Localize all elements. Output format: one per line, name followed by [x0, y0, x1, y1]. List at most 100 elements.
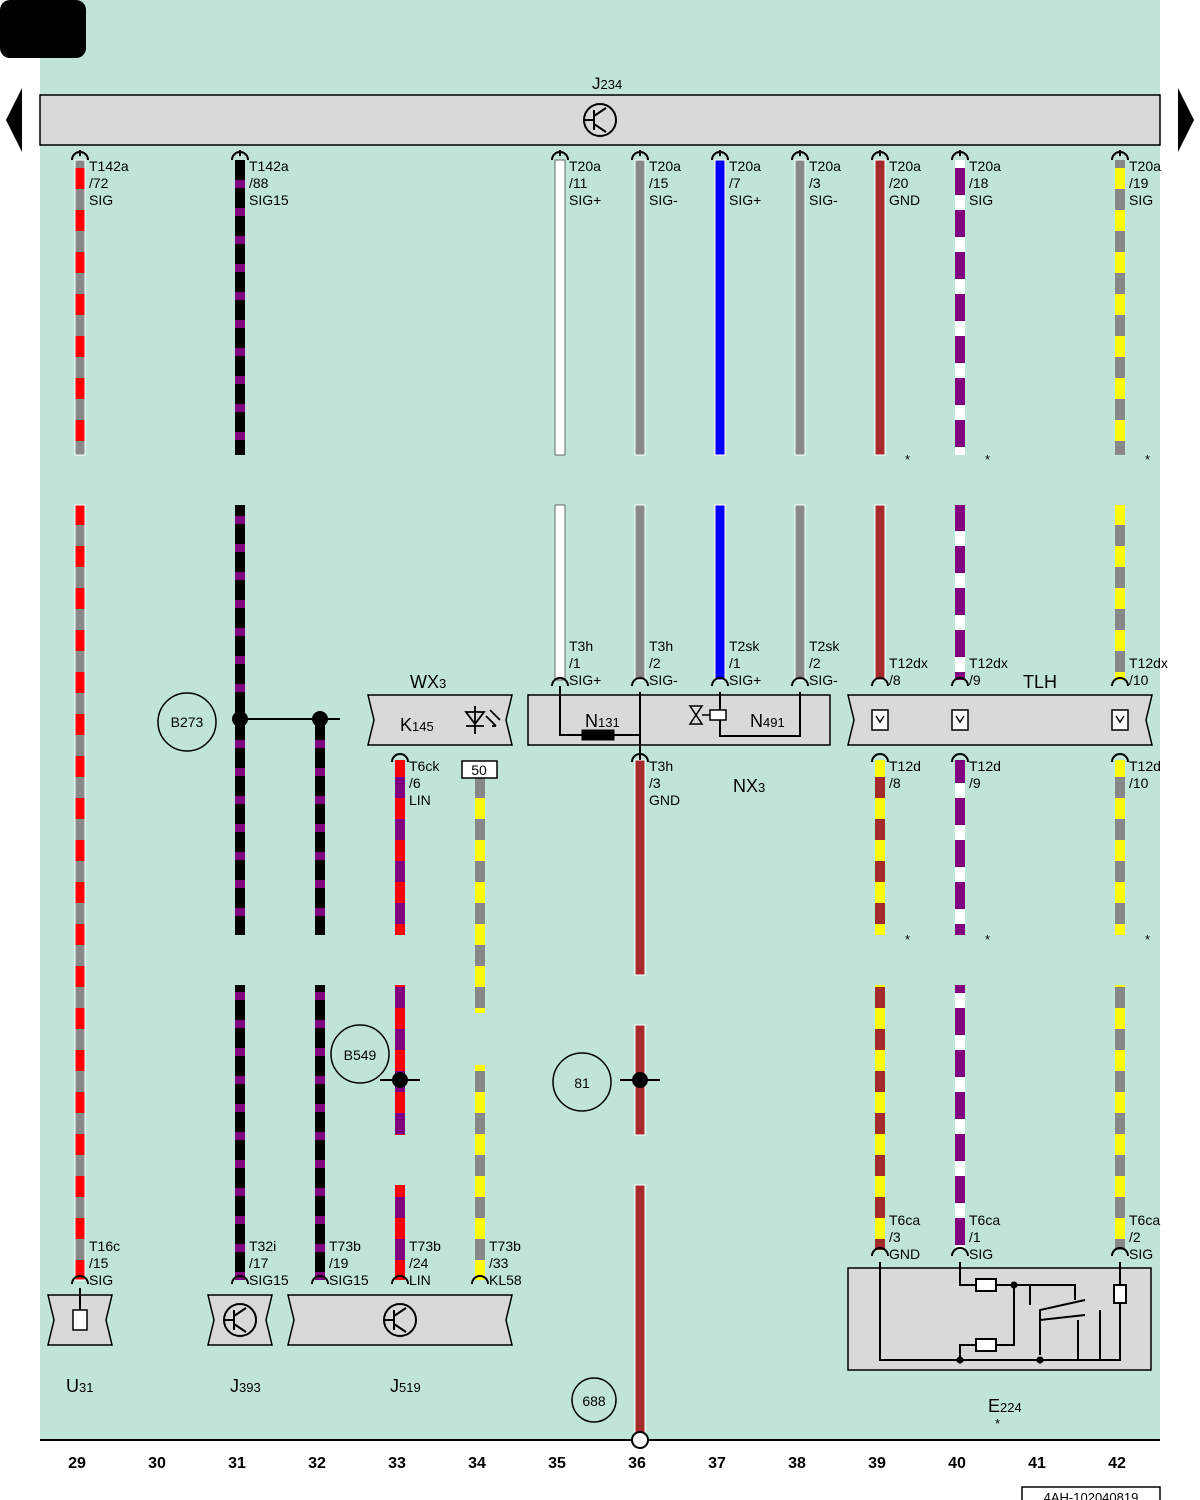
- ground-terminal-icon: [631, 1431, 649, 1449]
- control-unit-transistor-icon: [383, 1303, 417, 1337]
- wire-40-low: [955, 760, 965, 935]
- e224-housing: [847, 1267, 1152, 1371]
- wire-40-bot: [955, 985, 965, 1250]
- star-note: *: [985, 452, 990, 467]
- solenoid-valve-icon: [688, 705, 727, 725]
- control-unit-transistor-icon: [223, 1303, 257, 1337]
- pin-label: T12dx/10: [1129, 655, 1168, 688]
- pin-label: T12dx/9: [969, 655, 1008, 688]
- wire-31-bot: [235, 985, 245, 1280]
- track-number: 34: [468, 1455, 486, 1472]
- ground-688-label: 688: [582, 1393, 606, 1409]
- wire-37-top: [714, 159, 726, 456]
- track-number: 39: [868, 1455, 886, 1472]
- ground-81-label: 81: [574, 1075, 590, 1091]
- prev-page-arrow-icon[interactable]: [6, 88, 22, 152]
- track-number: 37: [708, 1455, 726, 1472]
- j393-housing: [207, 1294, 273, 1346]
- track-number: 30: [148, 1455, 166, 1472]
- track-number: 42: [1108, 1455, 1126, 1472]
- next-page-arrow-icon[interactable]: [1178, 88, 1194, 152]
- k145-label: K145: [400, 715, 434, 735]
- n131-label: N131: [585, 711, 620, 731]
- ground-point-688: [571, 1377, 617, 1423]
- j519-label: J519: [390, 1376, 421, 1396]
- wx3-housing: [367, 694, 513, 746]
- wire-34-bot: [475, 1065, 485, 1280]
- pin-label: T12d/10: [1129, 758, 1161, 791]
- track-number: 40: [948, 1455, 966, 1472]
- wire-42-bot: [1115, 985, 1125, 1250]
- wire-29-main: [74, 504, 86, 1281]
- wire-33-mid: [395, 760, 405, 935]
- terminal-connector-icons: [71, 150, 1129, 1285]
- note-stars: * * * * * *: [905, 452, 1150, 947]
- wire-37-mid: [714, 504, 726, 681]
- e224-internal-circuit: [879, 1262, 1127, 1361]
- tlh-pin-icons: [871, 709, 1129, 731]
- wire-34-mid: [475, 778, 485, 1013]
- track-numbers: 29 30 31 32 33 34 35 36 37 38 39 40 41 4…: [68, 1455, 1126, 1472]
- n131-coil-icon: [581, 729, 615, 741]
- wire-40-mid: [955, 505, 965, 680]
- track-number: 35: [548, 1455, 566, 1472]
- wire-36-gnd-lower: [634, 1184, 646, 1436]
- wire-38-top: [794, 159, 806, 456]
- wire-35-top: [554, 159, 566, 456]
- wire-33-bot: [395, 1185, 405, 1280]
- page-reference-box: [1021, 1486, 1161, 1500]
- wire-40-top: [955, 160, 965, 455]
- wire-42-top: [1115, 160, 1125, 455]
- track-number: 41: [1028, 1455, 1046, 1472]
- tlh-connector-housing: [847, 694, 1153, 746]
- track-number: 38: [788, 1455, 806, 1472]
- j234-label: J234: [592, 74, 622, 93]
- star-note: *: [1145, 452, 1150, 467]
- n491-label: N491: [750, 711, 785, 731]
- star-note: *: [905, 932, 910, 947]
- wire-36-gnd-upper: [634, 759, 646, 976]
- junction-dot: [312, 711, 328, 727]
- junction-dot: [232, 711, 248, 727]
- relay-50-label: 50: [471, 762, 487, 778]
- star-note: *: [905, 452, 910, 467]
- track-number: 32: [308, 1455, 326, 1472]
- u31-socket-icon: [72, 1309, 88, 1331]
- led-lamp-icon: [464, 706, 501, 734]
- u31-label: U31: [66, 1376, 93, 1396]
- wire-29-top: [74, 159, 86, 456]
- wire-42-mid: [1115, 505, 1125, 680]
- j519-housing: [287, 1294, 513, 1346]
- star-note: *: [1145, 932, 1150, 947]
- wire-39-top: [874, 159, 886, 456]
- e224-junction-dots: [956, 1281, 1044, 1364]
- ground-point-b549: [330, 1024, 390, 1084]
- control-unit-transistor-icon: [583, 103, 617, 137]
- track-number: 36: [628, 1455, 646, 1472]
- ground-point-b273: [157, 692, 217, 752]
- page-reference: 4AH-102040819: [1044, 1490, 1139, 1500]
- j393-label: J393: [230, 1376, 261, 1396]
- wire-36-top: [634, 159, 646, 456]
- track-number: 29: [68, 1455, 86, 1472]
- ground-point-81: [552, 1052, 612, 1112]
